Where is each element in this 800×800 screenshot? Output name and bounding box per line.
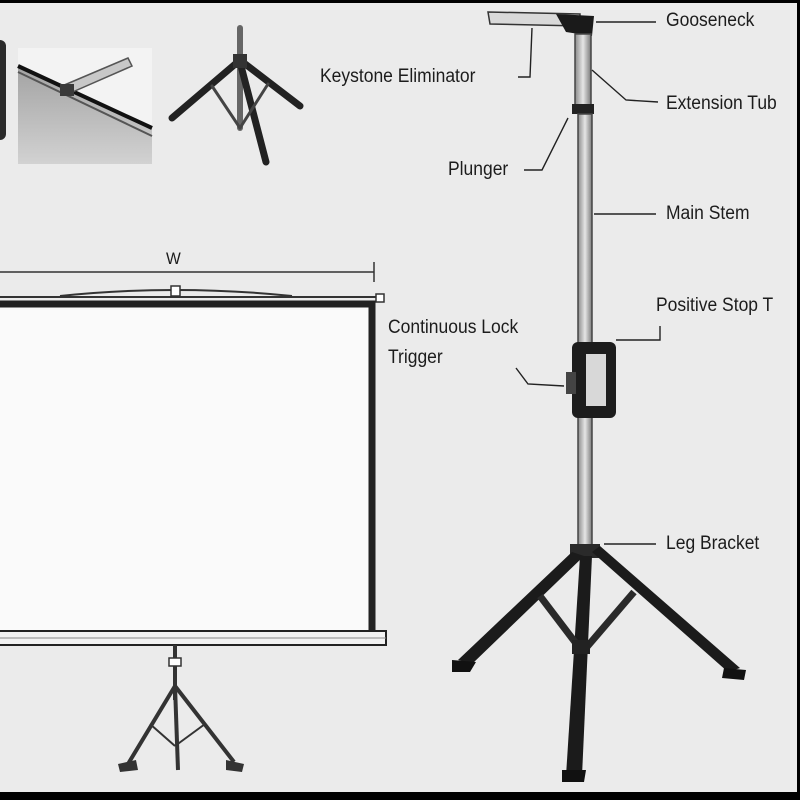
label-plunger: Plunger	[448, 159, 509, 180]
leader-extension-tube	[591, 69, 659, 103]
leader-positive-stop	[616, 326, 661, 341]
label-leg-bracket: Leg Bracket	[666, 533, 760, 554]
top-border	[0, 0, 800, 3]
right-border	[797, 0, 800, 800]
inset-detail-tripod	[168, 25, 304, 166]
tripod-stand	[452, 11, 746, 782]
label-positive-stop-trigger: Positive Stop T	[656, 295, 774, 316]
leader-plunger	[524, 117, 569, 171]
inset-detail-keystone	[17, 48, 153, 164]
label-keystone-eliminator: Keystone Eliminator	[320, 66, 476, 87]
bottom-border	[0, 792, 800, 800]
leader-lines	[515, 21, 661, 545]
dimension-width-label: W	[166, 249, 181, 268]
label-main-stem: Main Stem	[666, 203, 750, 224]
label-continuous-lock-line1: Continuous Lock	[388, 317, 519, 338]
inset-detail-1	[0, 40, 6, 140]
leader-keystone	[518, 27, 533, 78]
projection-screen	[0, 262, 387, 772]
label-continuous-lock-line2: Trigger	[388, 347, 443, 368]
label-gooseneck: Gooseneck	[666, 10, 755, 31]
leader-continuous-lock	[515, 367, 565, 387]
label-extension-tube: Extension Tub	[666, 93, 777, 114]
